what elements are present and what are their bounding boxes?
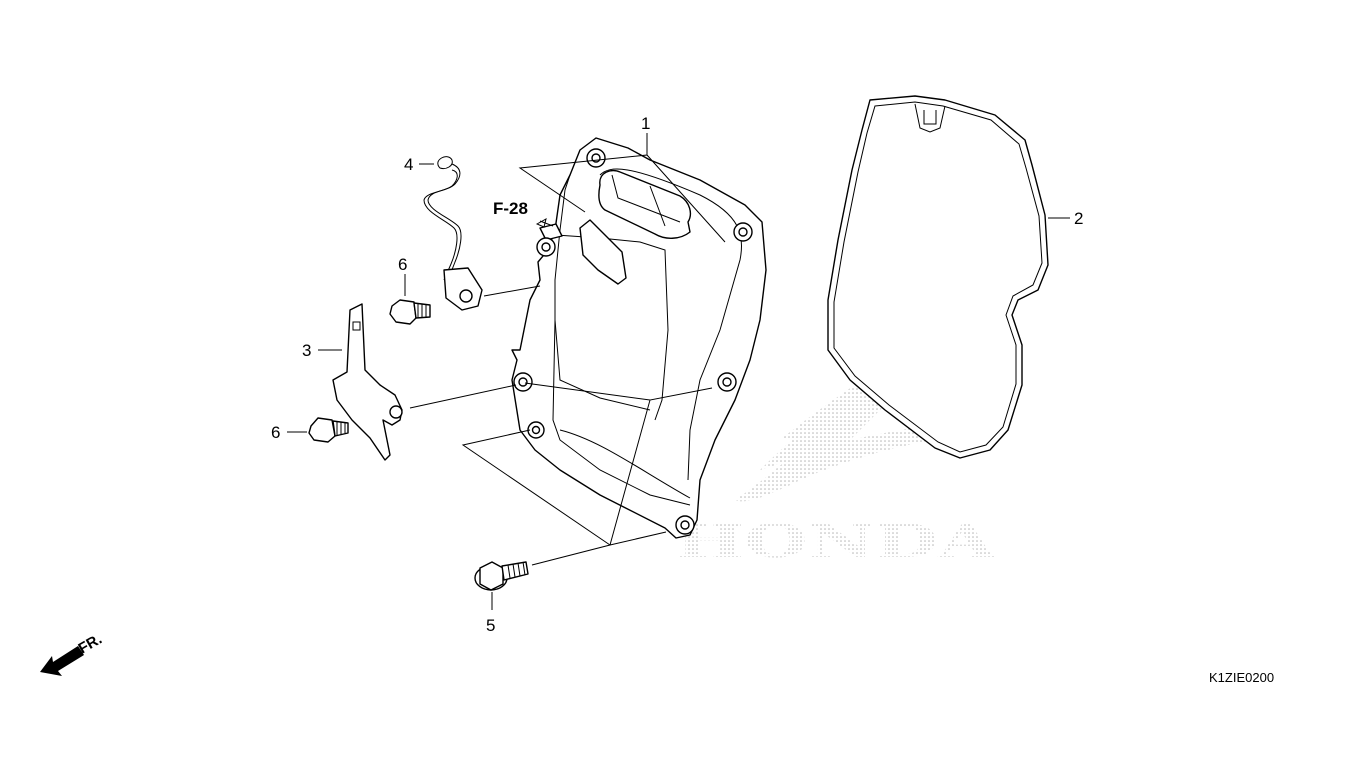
part-6-bolt-upper — [389, 299, 431, 325]
front-direction-indicator: FR. — [40, 631, 105, 676]
part-6-bolt-lower — [308, 417, 349, 443]
leader-lines — [287, 133, 1070, 610]
diagram-code: K1ZIE0200 — [1209, 670, 1274, 685]
part-5-flange-bolt — [474, 561, 529, 591]
callout-1: 1 — [641, 114, 650, 133]
part-4-clip — [423, 156, 483, 311]
callout-4: 4 — [404, 155, 413, 174]
part-3-bracket — [332, 303, 403, 461]
part-1-side-cover — [511, 137, 767, 539]
front-arrow-icon — [40, 646, 84, 676]
callout-3: 3 — [302, 341, 311, 360]
callout-2: 2 — [1074, 209, 1083, 228]
callout-6-upper: 6 — [398, 255, 407, 274]
callout-6-lower: 6 — [271, 423, 280, 442]
callouts: 1 2 3 4 5 6 6 — [271, 114, 1083, 635]
callout-5: 5 — [486, 616, 495, 635]
reference-label[interactable]: F-28 — [493, 199, 528, 218]
watermark-text: HONDA — [675, 514, 997, 568]
part-2-gasket — [827, 95, 1049, 459]
